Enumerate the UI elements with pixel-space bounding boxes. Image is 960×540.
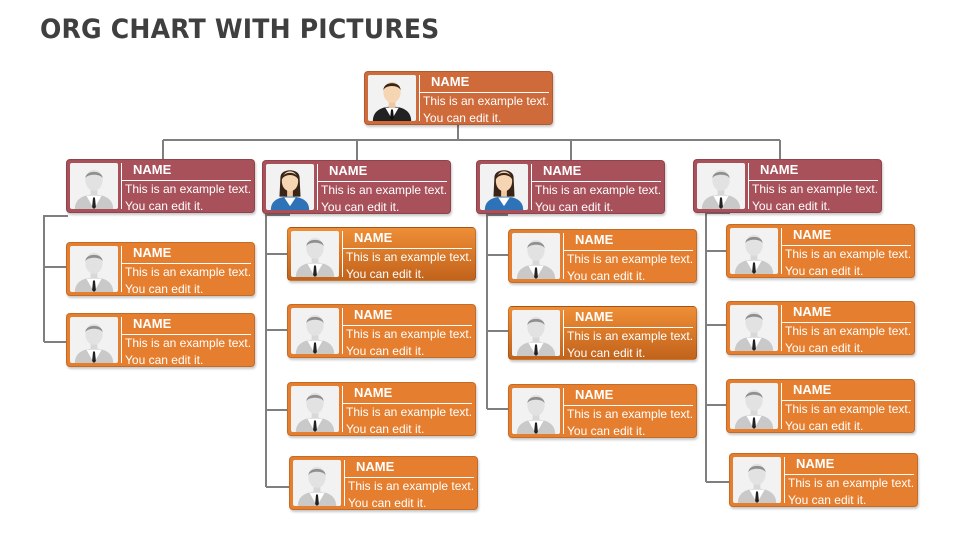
node-text: This is an example text. You can edit it… — [567, 407, 694, 438]
node-text: This is an example text. You can edit it… — [567, 252, 694, 283]
node-name: NAME — [133, 245, 172, 260]
staff-card[interactable]: NAME This is an example text. You can ed… — [66, 313, 255, 367]
node-name: NAME — [354, 307, 393, 322]
man-tie-avatar-icon — [70, 163, 118, 209]
manager-card-2[interactable]: NAME This is an example text. You can ed… — [262, 160, 451, 214]
node-text: This is an example text. You can edit it… — [752, 182, 879, 213]
staff-card[interactable]: NAME This is an example text. You can ed… — [726, 224, 915, 278]
node-name: NAME — [133, 162, 172, 177]
node-name: NAME — [793, 382, 832, 397]
node-name: NAME — [793, 304, 832, 319]
manager-card-1[interactable]: NAME This is an example text. You can ed… — [66, 159, 255, 213]
node-text: This is an example text. You can edit it… — [785, 247, 912, 278]
node-text: This is an example text. You can edit it… — [125, 265, 252, 296]
node-name: NAME — [356, 459, 395, 474]
node-name: NAME — [575, 387, 614, 402]
connector-branch-2 — [265, 214, 292, 488]
staff-card[interactable]: NAME This is an example text. You can ed… — [508, 229, 697, 283]
staff-card[interactable]: NAME This is an example text. You can ed… — [287, 227, 476, 281]
manager-card-4[interactable]: NAME This is an example text. You can ed… — [693, 159, 882, 213]
node-name: NAME — [796, 456, 835, 471]
connector-branch-1 — [43, 215, 68, 343]
connector-branch-3 — [486, 214, 510, 410]
node-name: NAME — [329, 163, 368, 178]
node-text: This is an example text. You can edit it… — [125, 336, 252, 367]
node-name: NAME — [133, 316, 172, 331]
man-tie-avatar-icon — [512, 388, 560, 434]
node-name: NAME — [760, 162, 799, 177]
node-text: This is an example text. You can edit it… — [785, 324, 912, 355]
ceo-card[interactable]: NAME This is an example text. You can ed… — [364, 71, 553, 125]
node-text: This is an example text. You can edit it… — [346, 405, 473, 436]
man-tie-avatar-icon — [697, 163, 745, 209]
staff-card[interactable]: NAME This is an example text. You can ed… — [287, 382, 476, 436]
woman-avatar-icon — [480, 164, 528, 210]
node-text: This is an example text. You can edit it… — [785, 402, 912, 433]
man-tie-avatar-icon — [70, 246, 118, 292]
man-tie-avatar-icon — [730, 228, 778, 274]
staff-card[interactable]: NAME This is an example text. You can ed… — [726, 301, 915, 355]
connector-ceo-bus — [162, 124, 781, 160]
node-text: This is an example text. You can edit it… — [346, 327, 473, 358]
node-text: This is an example text. You can edit it… — [423, 94, 550, 125]
node-name: NAME — [793, 227, 832, 242]
man-tie-avatar-icon — [70, 317, 118, 363]
manager-card-3[interactable]: NAME This is an example text. You can ed… — [476, 160, 665, 214]
woman-avatar-icon — [266, 164, 314, 210]
node-name: NAME — [354, 230, 393, 245]
node-name: NAME — [431, 74, 470, 89]
man-tie-avatar-icon — [291, 231, 339, 277]
staff-card[interactable]: NAME This is an example text. You can ed… — [729, 453, 918, 507]
staff-card[interactable]: NAME This is an example text. You can ed… — [66, 242, 255, 296]
node-text: This is an example text. You can edit it… — [346, 250, 473, 281]
staff-card[interactable]: NAME This is an example text. You can ed… — [726, 379, 915, 433]
node-name: NAME — [575, 309, 614, 324]
node-name: NAME — [354, 385, 393, 400]
man-tie-avatar-icon — [293, 460, 341, 506]
page-title: ORG CHART WITH PICTURES — [40, 14, 440, 45]
man-tie-avatar-icon — [512, 233, 560, 279]
node-text: This is an example text. You can edit it… — [348, 479, 475, 510]
node-text: This is an example text. You can edit it… — [567, 329, 694, 360]
man-tie-avatar-icon — [291, 386, 339, 432]
staff-card[interactable]: NAME This is an example text. You can ed… — [508, 384, 697, 438]
connector-branch-4 — [705, 212, 730, 483]
man-tie-avatar-icon — [730, 305, 778, 351]
staff-card[interactable]: NAME This is an example text. You can ed… — [287, 304, 476, 358]
staff-card[interactable]: NAME This is an example text. You can ed… — [508, 306, 697, 360]
node-text: This is an example text. You can edit it… — [535, 183, 662, 214]
man-suit-avatar-icon — [368, 75, 416, 121]
man-tie-avatar-icon — [291, 308, 339, 354]
man-tie-avatar-icon — [730, 383, 778, 429]
node-name: NAME — [543, 163, 582, 178]
man-tie-avatar-icon — [512, 310, 560, 356]
node-text: This is an example text. You can edit it… — [788, 476, 915, 507]
node-text: This is an example text. You can edit it… — [125, 182, 252, 213]
man-tie-avatar-icon — [733, 457, 781, 503]
node-name: NAME — [575, 232, 614, 247]
staff-card[interactable]: NAME This is an example text. You can ed… — [289, 456, 478, 510]
node-text: This is an example text. You can edit it… — [321, 183, 448, 214]
